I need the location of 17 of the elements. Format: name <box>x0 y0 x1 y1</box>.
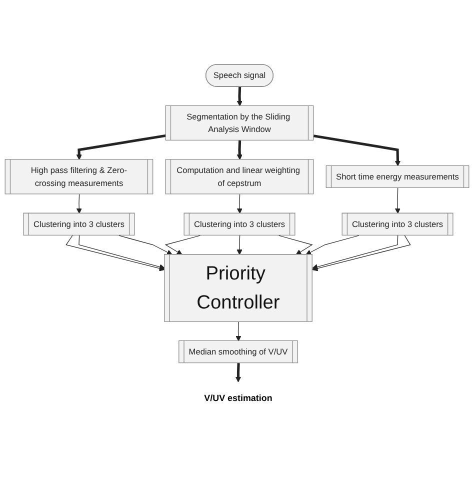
arrow <box>76 194 82 214</box>
arrow <box>312 235 411 272</box>
arrow <box>236 194 242 214</box>
arrow <box>236 140 242 160</box>
arrow <box>312 235 398 270</box>
arrow <box>78 235 165 270</box>
node-text: V/UV estimation <box>204 392 272 404</box>
arrow <box>313 134 401 166</box>
arrow <box>236 235 242 255</box>
arrow <box>394 188 400 214</box>
arrow <box>76 134 166 160</box>
arrow <box>278 235 313 255</box>
arrow <box>66 235 165 272</box>
arrow <box>235 363 242 382</box>
arrow <box>236 86 242 106</box>
arrow <box>236 322 242 342</box>
arrow <box>306 235 360 255</box>
